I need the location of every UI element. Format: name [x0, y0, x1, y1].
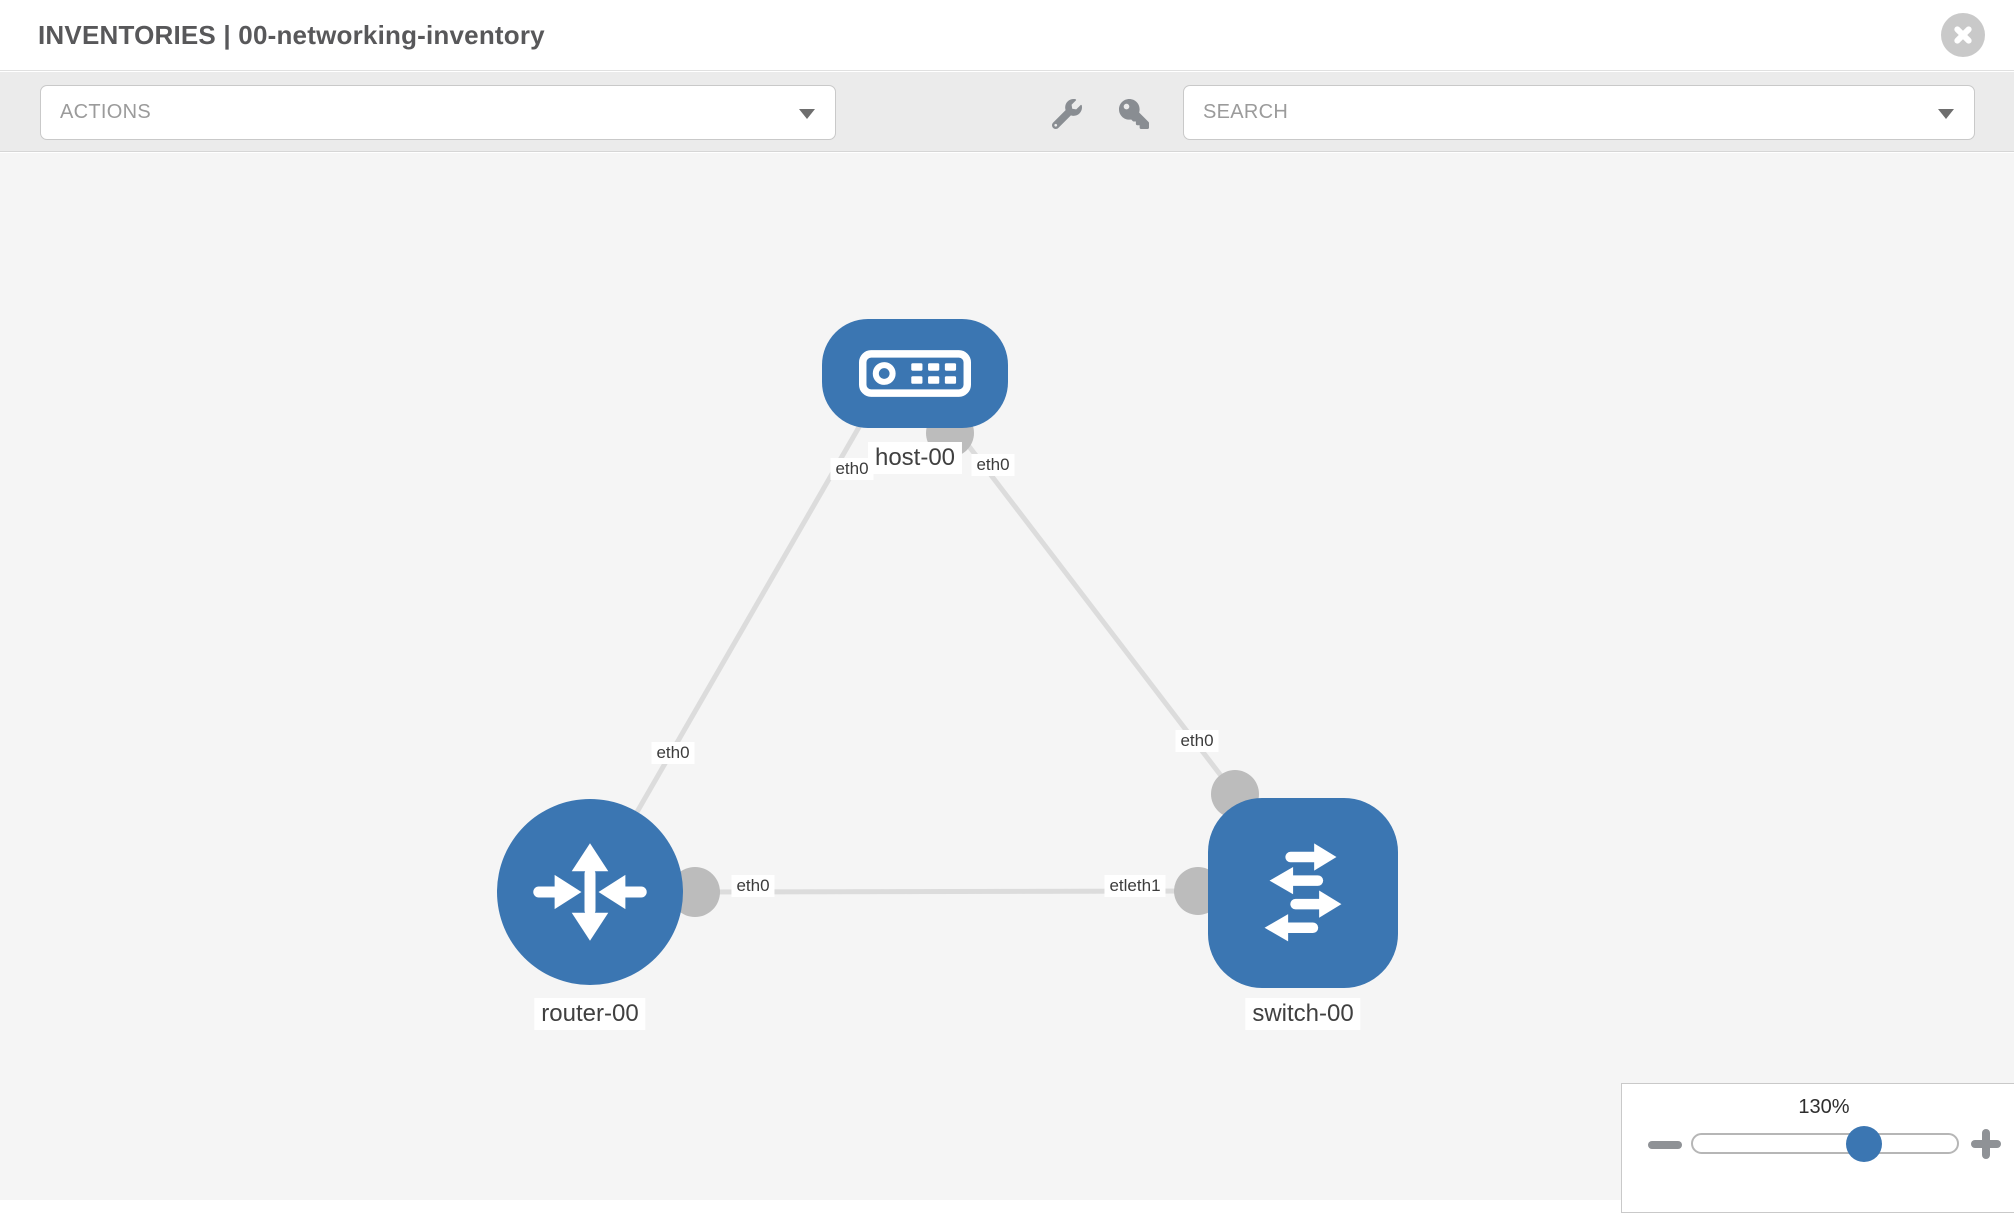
- interface-label-left-link: eth0: [651, 742, 695, 764]
- host-icon: [859, 350, 971, 397]
- actions-dropdown[interactable]: ACTIONS: [40, 85, 836, 140]
- interface-label-host-right: eth0: [971, 454, 1015, 476]
- header-bar: INVENTORIES | 00-networking-inventory: [0, 0, 2014, 71]
- node-label-router: router-00: [534, 998, 646, 1030]
- router-icon: [533, 843, 647, 941]
- link-host-router[interactable]: [615, 406, 873, 847]
- zoom-in-button[interactable]: [1968, 1126, 2004, 1162]
- key-icon: [1119, 99, 1149, 129]
- interface-label-router-eth0: eth0: [731, 875, 775, 897]
- node-label-host: host-00: [867, 442, 963, 474]
- node-label-switch: switch-00: [1245, 998, 1361, 1030]
- plus-icon: [1982, 1129, 1990, 1159]
- topology-links-layer: [615, 406, 1259, 917]
- zoom-slider-track[interactable]: [1691, 1133, 1959, 1154]
- node-host-00[interactable]: [822, 319, 1008, 428]
- minus-icon: [1648, 1141, 1682, 1149]
- interface-label-switch-eth1: etleth1: [1104, 875, 1166, 897]
- switch-icon: [1264, 843, 1342, 942]
- node-router-00[interactable]: [497, 799, 683, 985]
- zoom-slider-thumb[interactable]: [1846, 1126, 1882, 1162]
- interface-label-host-left: eth0: [830, 458, 874, 480]
- interface-dot-router[interactable]: [670, 867, 720, 917]
- page-title: INVENTORIES | 00-networking-inventory: [38, 20, 545, 50]
- key-button[interactable]: [1110, 94, 1158, 134]
- interface-label-right-link: eth0: [1175, 730, 1219, 752]
- search-dropdown[interactable]: SEARCH: [1183, 85, 1975, 140]
- zoom-level-value: 130%: [1798, 1096, 1850, 1118]
- zoom-control-panel: 130%: [1621, 1083, 2014, 1213]
- node-switch-00[interactable]: [1208, 798, 1398, 988]
- toolbar: ACTIONS SEARCH: [0, 72, 2014, 152]
- wrench-icon: [1052, 99, 1082, 129]
- search-dropdown-label: SEARCH: [1203, 101, 1289, 123]
- wrench-button[interactable]: [1043, 94, 1091, 134]
- close-button[interactable]: [1941, 13, 1985, 57]
- chevron-down-icon: [799, 109, 815, 119]
- topology-canvas[interactable]: host-00 router-00 switch-00 eth0 eth0 et…: [0, 153, 2014, 1200]
- zoom-out-button[interactable]: [1647, 1136, 1683, 1154]
- chevron-down-icon: [1938, 109, 1954, 119]
- actions-dropdown-label: ACTIONS: [60, 101, 151, 123]
